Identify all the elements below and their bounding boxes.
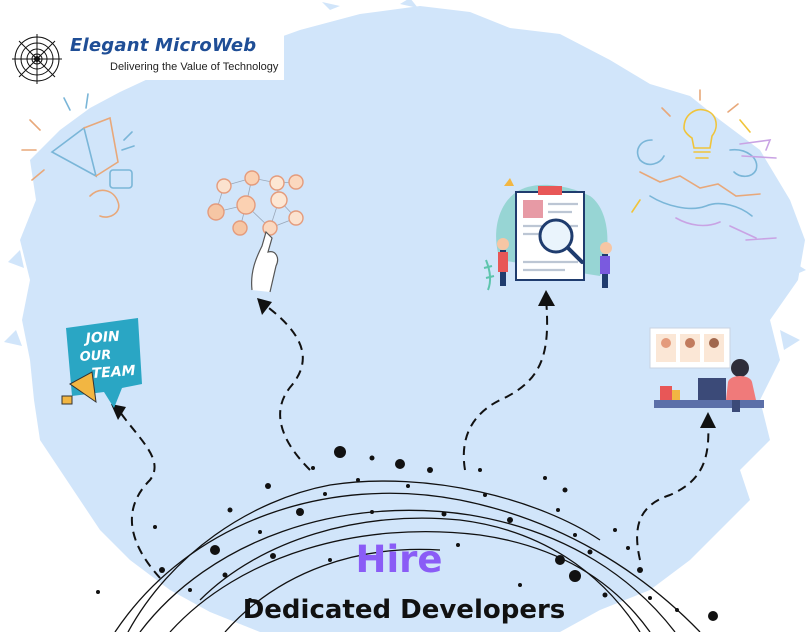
headline-hire: Hire — [355, 538, 443, 581]
scatter-dots — [96, 446, 718, 621]
brand-name: Elegant MicroWeb — [70, 35, 257, 56]
headline-subtitle: Dedicated Developers — [242, 595, 566, 625]
badge-text-our: OUR — [79, 348, 112, 365]
megaphone-doodle-icon — [21, 93, 135, 218]
orbit-lines — [114, 480, 701, 632]
lightbulb-handshake-doodle-icon — [631, 89, 777, 241]
brand-logo[interactable]: Elegant MicroWeb Delivering the Value of… — [6, 28, 284, 84]
dashed-arrows — [119, 297, 710, 579]
network-hand-icon — [207, 170, 304, 293]
brand-tagline: Delivering the Value of Technology — [110, 61, 279, 73]
join-our-team-badge-icon: JOIN OUR TEAM — [61, 318, 142, 408]
resume-search-icon — [483, 178, 612, 291]
arrow-heads — [111, 290, 716, 428]
badge-text-team: TEAM — [91, 363, 136, 382]
paint-splash-background — [20, 6, 805, 632]
spider-web-logo-icon — [12, 34, 62, 84]
developer-at-desk-icon — [649, 327, 764, 412]
badge-text-join: JOIN — [82, 329, 120, 348]
